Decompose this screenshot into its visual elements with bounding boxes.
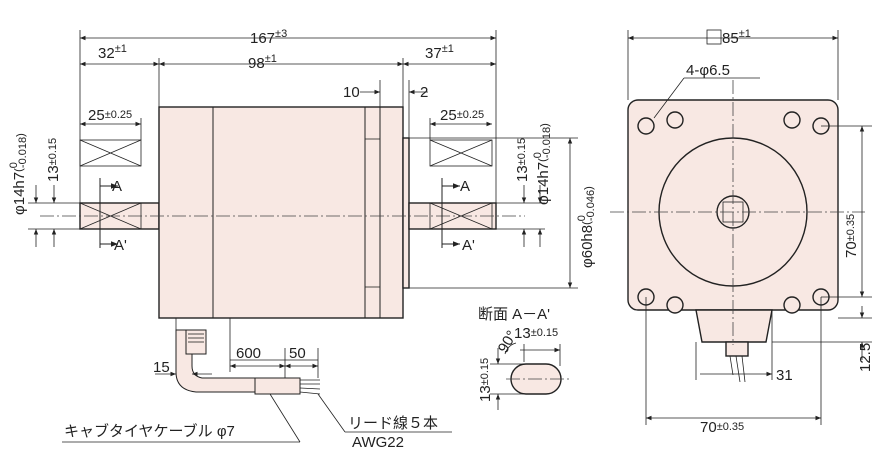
- section-title: 断面 A－A': [478, 306, 550, 323]
- dim-overall: 167±3: [250, 28, 287, 47]
- dim-key-right: 25±0.25: [440, 107, 484, 124]
- front-dimensions: 85±1 4-φ6.5 70±0.35 70±0.35 31 12.5: [627, 28, 874, 436]
- dim-cable-len: 600: [236, 345, 261, 362]
- section-a-prime-left: A': [114, 237, 127, 254]
- dim-square: 85±1: [722, 28, 751, 47]
- side-view: [40, 106, 525, 395]
- section-view: 断面 A－A' 13±0.15 90° 13±0.15: [477, 306, 570, 410]
- cable-label: キャブタイヤケーブル φ7: [64, 422, 235, 440]
- dim-section-flat: 13±0.15: [514, 325, 558, 342]
- dim-shaft-flat-left: 13±0.15: [45, 138, 62, 182]
- dim-cable-offset: 15: [153, 359, 170, 376]
- dim-cable-h: 12.5: [857, 343, 874, 372]
- dim-shaft-flat-right: 13±0.15: [514, 138, 531, 182]
- dim-pilot-dia: φ60h8(0-0.046): [576, 186, 597, 268]
- section-a-prime-right: A': [462, 237, 475, 254]
- dim-shaft-dia-left: φ14h7(0-0.018): [8, 133, 29, 215]
- dim-flange-a: 10: [343, 84, 360, 101]
- dim-key-left: 25±0.25: [88, 107, 132, 124]
- dim-body: 98±1: [248, 53, 277, 72]
- lead-label: リード線５本: [348, 415, 438, 432]
- dim-section-dia: 13±0.15: [477, 358, 494, 402]
- section-a-left: A: [112, 178, 122, 195]
- dim-lead-len: 50: [289, 345, 306, 362]
- dim-left-shaft: 32±1: [98, 43, 127, 62]
- side-dimensions: [28, 30, 578, 443]
- side-view-texts: 167±3 32±1 98±1 37±1 10 2 25±0.25 25±0.2…: [8, 28, 597, 451]
- pilot: [402, 137, 410, 289]
- dim-flange-b: 2: [420, 84, 428, 101]
- dim-holes: 4-φ6.5: [686, 62, 730, 79]
- cable-housing: [695, 309, 773, 343]
- front-view: [610, 80, 865, 383]
- dim-pitch-v: 70±0.35: [843, 214, 860, 258]
- key-top-right: [429, 139, 493, 167]
- dim-shaft-dia-right: φ14h7(0-0.018): [532, 123, 553, 205]
- awg-label: AWG22: [352, 434, 404, 451]
- dim-cable-w: 31: [776, 367, 793, 384]
- dim-pitch-h: 70±0.35: [700, 419, 744, 436]
- dim-right-shaft: 37±1: [425, 43, 454, 62]
- section-a-right: A: [460, 178, 470, 195]
